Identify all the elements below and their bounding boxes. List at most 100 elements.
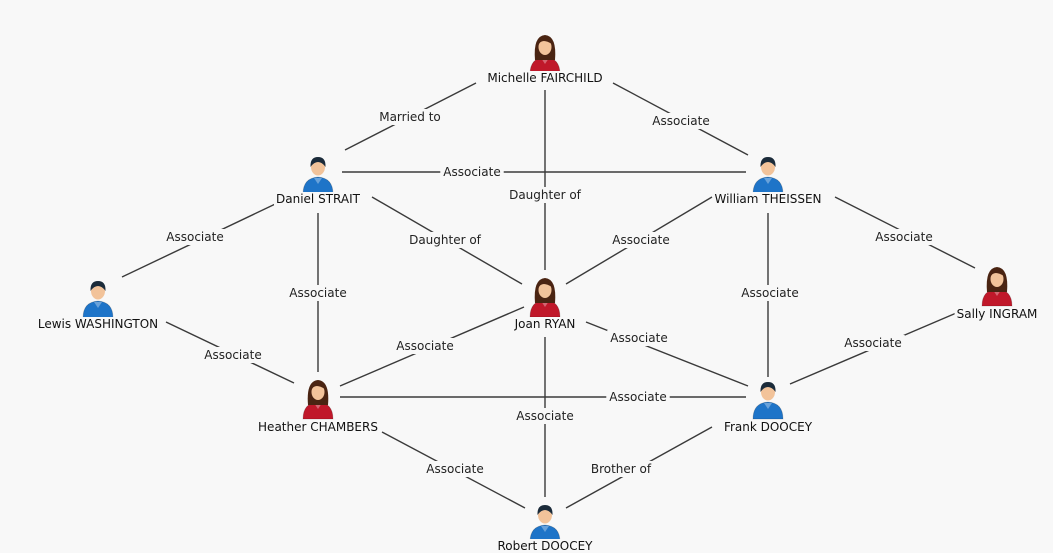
node-label: Daniel STRAIT <box>276 192 361 206</box>
person-head <box>538 282 552 298</box>
node-label-background <box>721 420 815 435</box>
edge-label-background <box>872 229 936 245</box>
edge-joan-frank[interactable]: Associate <box>585 321 749 387</box>
node-william[interactable]: William THEISSEN <box>712 157 824 207</box>
node-label: Robert DOOCEY <box>497 539 593 553</box>
edge-label: Daughter of <box>509 188 582 202</box>
edge-heather-robert[interactable]: Associate <box>381 431 526 509</box>
edge-label: Associate <box>844 336 901 350</box>
person-fringe <box>538 38 552 46</box>
node-label: Michelle FAIRCHILD <box>487 71 602 85</box>
person-collar <box>314 178 322 184</box>
edge-heather-joan[interactable]: Associate <box>339 306 525 387</box>
node-daniel[interactable]: Daniel STRAIT <box>274 157 362 207</box>
edge-william-joan[interactable]: Associate <box>565 196 713 285</box>
edge-label: Associate <box>443 165 500 179</box>
edge-label: Associate <box>516 409 573 423</box>
node-label-background <box>256 420 380 435</box>
edge-michelle-joan[interactable]: Daughter of <box>506 90 584 270</box>
person-collar <box>764 178 772 184</box>
person-hair <box>310 157 326 167</box>
node-label-background <box>35 317 161 332</box>
edge-label-background <box>506 187 584 203</box>
male-person-icon[interactable] <box>752 157 784 195</box>
edge-label-background <box>513 408 577 424</box>
node-sally[interactable]: Sally INGRAM <box>954 267 1040 322</box>
edge-michelle-daniel[interactable]: Married to <box>344 82 477 151</box>
node-label: Joan RYAN <box>514 317 576 331</box>
node-label-background <box>954 307 1040 322</box>
edge-label: Brother of <box>591 462 652 476</box>
edge-label-background <box>201 347 265 363</box>
person-body <box>529 524 561 543</box>
person-hair <box>90 281 106 291</box>
edge-label: Associate <box>426 462 483 476</box>
person-collar <box>94 302 102 308</box>
person-hair <box>760 157 776 167</box>
edge-label-background <box>376 109 444 125</box>
edge-label-background <box>587 461 655 477</box>
edge-heather-frank[interactable]: Associate <box>340 389 746 405</box>
edge-lewis-heather[interactable]: Associate <box>165 321 295 384</box>
edge-label: Associate <box>652 114 709 128</box>
node-label-background <box>712 192 824 207</box>
female-person-icon[interactable] <box>529 278 561 318</box>
female-person-icon[interactable] <box>529 35 561 75</box>
edge-label-background <box>606 389 670 405</box>
edge-label: Associate <box>612 233 669 247</box>
node-robert[interactable]: Robert DOOCEY <box>495 505 595 553</box>
edge-william-sally[interactable]: Associate <box>834 196 976 269</box>
node-heather[interactable]: Heather CHAMBERS <box>256 380 380 435</box>
edge-label: Associate <box>204 348 261 362</box>
edge-daniel-joan[interactable]: Daughter of <box>371 196 523 285</box>
person-head <box>538 39 552 55</box>
node-label-background <box>512 317 578 332</box>
person-head <box>990 271 1004 287</box>
edge-label-background <box>609 232 673 248</box>
edge-label-background <box>286 285 350 301</box>
edge-frank-robert[interactable]: Brother of <box>565 426 713 509</box>
edge-label: Associate <box>609 390 666 404</box>
edge-joan-robert[interactable]: Associate <box>513 337 577 497</box>
node-label-background <box>495 539 595 553</box>
edge-label-background <box>649 113 713 129</box>
edge-label: Married to <box>379 110 441 124</box>
person-fringe <box>311 383 325 391</box>
male-person-icon[interactable] <box>752 382 784 420</box>
male-person-icon[interactable] <box>529 505 561 543</box>
person-collar <box>764 403 772 409</box>
node-label: William THEISSEN <box>714 192 821 206</box>
edge-daniel-lewis[interactable]: Associate <box>121 196 291 278</box>
edge-label: Associate <box>396 339 453 353</box>
male-person-icon[interactable] <box>82 281 114 319</box>
edge-daniel-william[interactable]: Associate <box>342 164 746 180</box>
node-label-background <box>485 71 605 86</box>
edge-sally-frank[interactable]: Associate <box>789 307 969 385</box>
edge-label: Associate <box>289 286 346 300</box>
edge-michelle-william[interactable]: Associate <box>612 82 749 156</box>
female-person-icon[interactable] <box>302 380 334 420</box>
edge-daniel-heather[interactable]: Associate <box>286 213 350 372</box>
node-lewis[interactable]: Lewis WASHINGTON <box>35 281 161 332</box>
node-frank[interactable]: Frank DOOCEY <box>721 382 815 435</box>
edge-william-frank[interactable]: Associate <box>738 213 802 377</box>
female-person-icon[interactable] <box>981 267 1013 307</box>
node-label: Heather CHAMBERS <box>258 420 378 434</box>
person-head <box>311 384 325 400</box>
person-fringe <box>538 281 552 289</box>
node-joan[interactable]: Joan RYAN <box>512 278 578 332</box>
person-fringe <box>990 270 1004 278</box>
edge-label-background <box>163 229 227 245</box>
edge-label: Daughter of <box>409 233 482 247</box>
person-body <box>752 176 784 195</box>
edge-label: Associate <box>875 230 932 244</box>
edge-label-background <box>393 338 457 354</box>
person-hair <box>760 382 776 392</box>
male-person-icon[interactable] <box>302 157 334 195</box>
node-michelle[interactable]: Michelle FAIRCHILD <box>485 35 605 86</box>
edge-label-background <box>841 335 905 351</box>
edge-label-background <box>406 232 484 248</box>
